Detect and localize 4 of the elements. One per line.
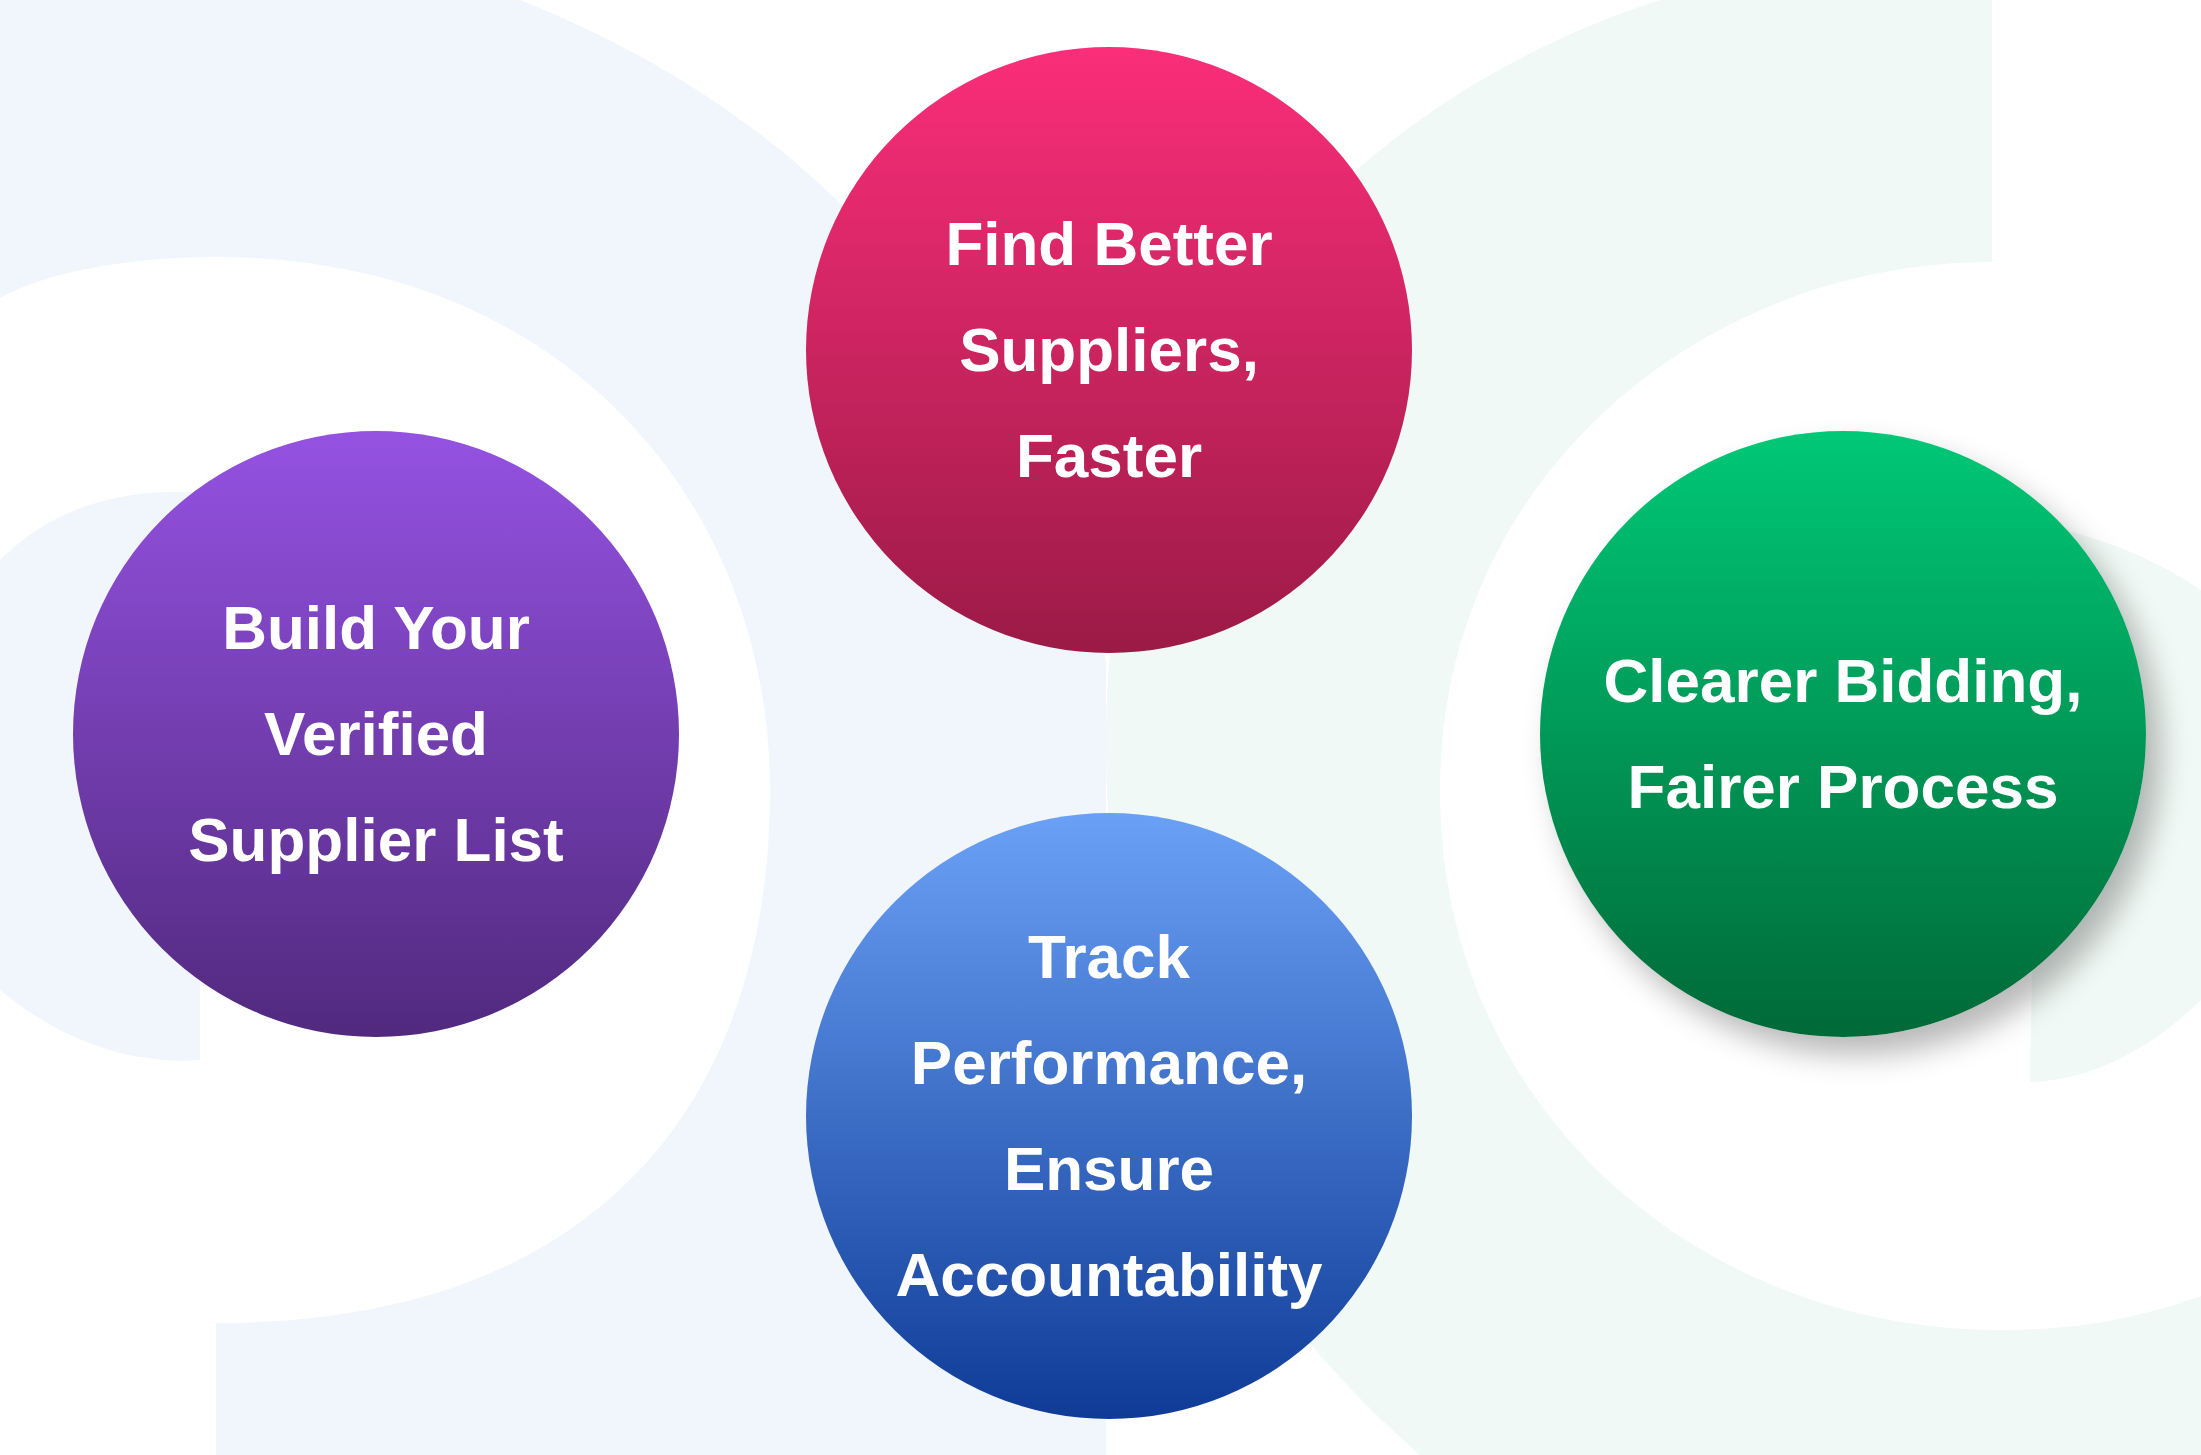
circle-label: Find Better Suppliers, Faster (944, 208, 1274, 492)
circle-label: Track Performance, Ensure Accountability (894, 921, 1324, 1311)
circle-label: Build Your Verified Supplier List (187, 592, 565, 876)
circle-label: Clearer Bidding, Fairer Process (1602, 645, 2084, 823)
